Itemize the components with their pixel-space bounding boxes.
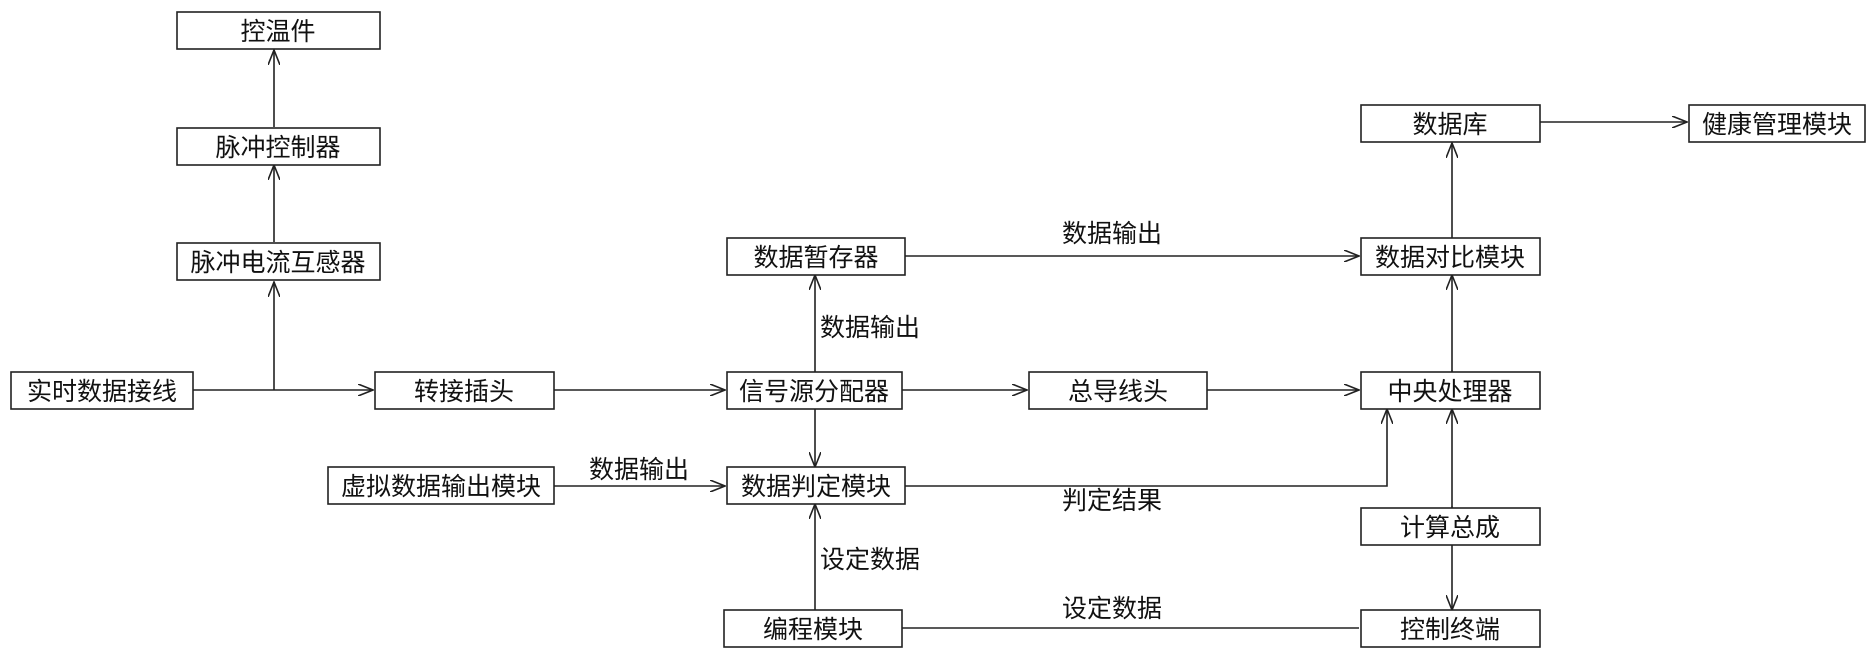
node-pulse-controller-label: 脉冲控制器 (215, 133, 340, 162)
edge-judge-to-cpu (905, 409, 1387, 486)
node-data-compare-label: 数据对比模块 (1375, 243, 1525, 272)
node-realtime-wire-label: 实时数据接线 (27, 377, 177, 406)
label-program-to-terminal: 设定数据 (1062, 594, 1162, 623)
node-pulse-ct: 脉冲电流互感器 (177, 243, 380, 280)
node-data-buffer: 数据暂存器 (727, 238, 905, 275)
node-pulse-controller: 脉冲控制器 (177, 128, 380, 165)
label-program-to-judge: 设定数据 (820, 545, 920, 574)
label-judge-to-cpu: 判定结果 (1062, 486, 1162, 515)
node-health-mgmt: 健康管理模块 (1689, 105, 1865, 142)
edge-labels: 数据输出 数据输出 数据输出 判定结果 设定数据 设定数据 (589, 219, 1162, 623)
node-pulse-ct-label: 脉冲电流互感器 (190, 248, 365, 277)
node-virtual-output-label: 虚拟数据输出模块 (341, 472, 541, 501)
node-signal-distributor: 信号源分配器 (727, 372, 902, 409)
node-control-terminal-label: 控制终端 (1400, 615, 1500, 644)
node-temp-control-label: 控温件 (240, 17, 315, 46)
node-health-mgmt-label: 健康管理模块 (1702, 110, 1852, 139)
node-data-buffer-label: 数据暂存器 (753, 243, 878, 272)
node-programming-label: 编程模块 (763, 615, 863, 644)
node-data-compare: 数据对比模块 (1361, 238, 1540, 275)
node-database: 数据库 (1361, 105, 1540, 142)
label-buffer-to-compare: 数据输出 (1062, 219, 1162, 248)
node-control-terminal: 控制终端 (1361, 610, 1540, 647)
label-distributor-to-buffer: 数据输出 (820, 313, 920, 342)
node-main-connector-label: 总导线头 (1068, 377, 1168, 406)
node-data-judge: 数据判定模块 (727, 467, 905, 504)
node-calc-assembly-label: 计算总成 (1400, 513, 1500, 542)
node-cpu: 中央处理器 (1361, 372, 1540, 409)
node-data-judge-label: 数据判定模块 (741, 472, 891, 501)
node-realtime-wire: 实时数据接线 (11, 372, 193, 409)
node-main-connector: 总导线头 (1029, 372, 1207, 409)
node-temp-control: 控温件 (177, 12, 380, 49)
node-signal-distributor-label: 信号源分配器 (739, 377, 889, 406)
label-virtual-to-judge: 数据输出 (589, 455, 689, 484)
node-programming: 编程模块 (724, 610, 902, 647)
node-cpu-label: 中央处理器 (1387, 377, 1512, 406)
node-virtual-output: 虚拟数据输出模块 (328, 467, 554, 504)
node-adapter-plug-label: 转接插头 (414, 377, 514, 406)
node-calc-assembly: 计算总成 (1361, 508, 1540, 545)
node-database-label: 数据库 (1412, 110, 1487, 139)
node-adapter-plug: 转接插头 (375, 372, 554, 409)
